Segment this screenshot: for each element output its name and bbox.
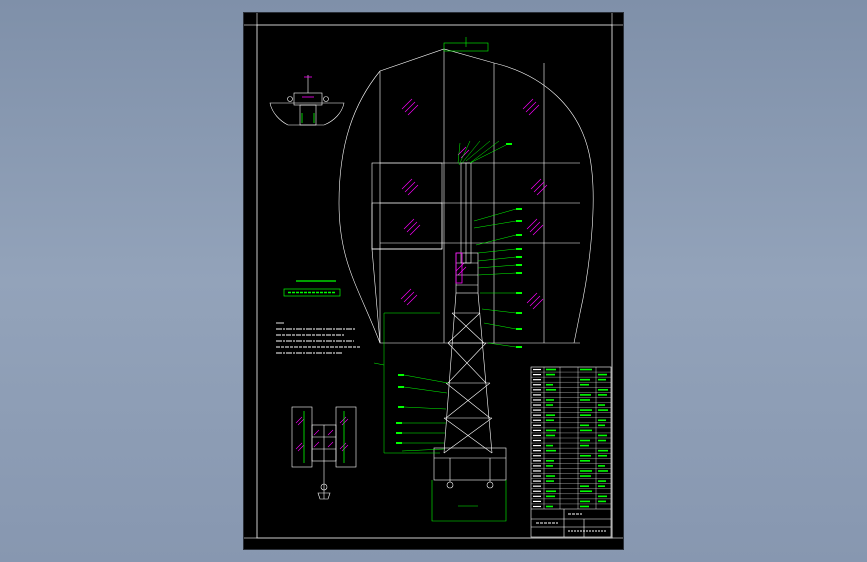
callout-leaders — [373, 140, 517, 454]
main-envelope — [338, 48, 594, 344]
foundation — [433, 447, 507, 489]
cad-drawing — [244, 13, 623, 539]
top-dimension — [443, 37, 489, 52]
callout-numbers — [396, 143, 522, 444]
drawing-sheet[interactable] — [244, 13, 623, 549]
detail-view-bottom-hatch — [295, 416, 349, 452]
title-block — [531, 509, 611, 537]
parts-table-rows — [531, 368, 611, 508]
mast-joint-highlight — [455, 252, 463, 284]
legend-box — [283, 280, 341, 297]
title-block-text — [536, 513, 606, 532]
detail-view-top-accent — [301, 113, 315, 123]
mast-tower — [443, 162, 493, 454]
detail-view-bottom — [291, 406, 357, 500]
sheet-border — [256, 24, 613, 539]
detail-view-top-highlight — [302, 76, 314, 98]
detail-view-top — [269, 75, 345, 126]
hatch-marks — [400, 98, 548, 310]
foundation-dimension — [431, 480, 507, 522]
notes-block — [276, 322, 360, 354]
detail-view-bottom-accent — [303, 411, 345, 463]
